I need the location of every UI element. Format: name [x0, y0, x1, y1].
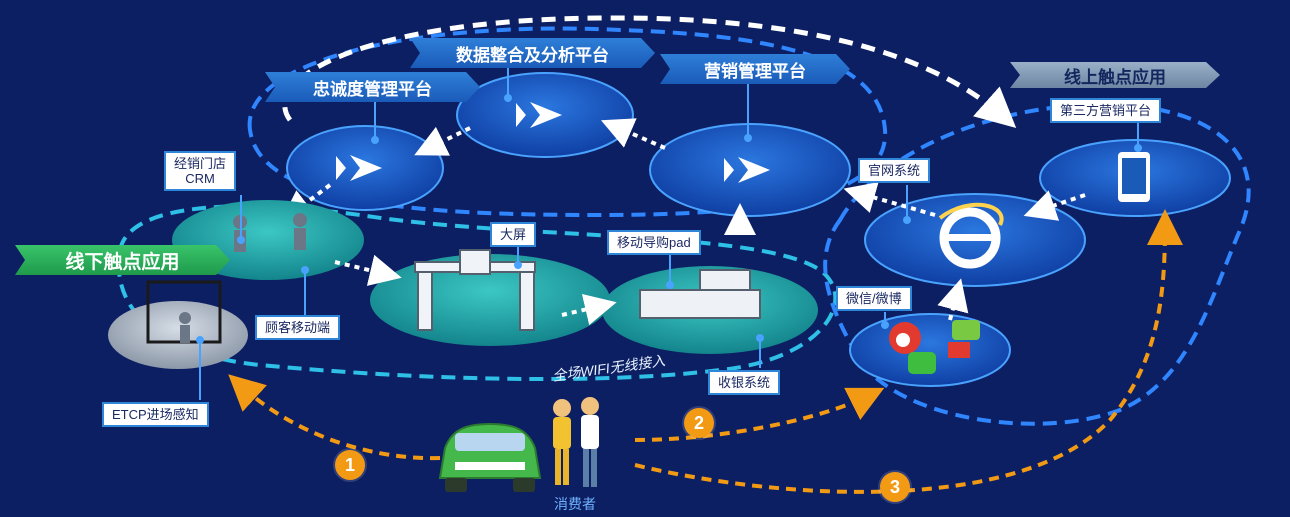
store-entrance-disc: [108, 301, 248, 369]
cashier-counter-icon: [639, 269, 761, 319]
etcp-label: ETCP进场感知: [102, 402, 209, 427]
consumer-people-icon: [553, 397, 599, 487]
social-media-icons: [889, 320, 980, 374]
platform-boundary: [247, 26, 888, 218]
wechat-weibo-label: 微信/微博: [836, 286, 912, 311]
website-label: 官网系统: [858, 158, 931, 183]
consumer-caption: 消费者: [554, 496, 596, 512]
tablet-icon: [1118, 152, 1150, 202]
data-platform-banner: 数据整合及分析平台: [410, 38, 655, 68]
mobile-pad-label: 移动导购pad: [607, 230, 701, 255]
step-1-badge: 1: [335, 450, 365, 480]
offline-touchpoint-banner: 线下触点应用: [15, 245, 230, 275]
crm-label: 经销门店 CRM: [164, 151, 237, 191]
platform-logo-icon: [336, 102, 770, 183]
browser-e-icon: [938, 202, 1004, 269]
social-disc: [849, 313, 1011, 387]
third-party-label: 第三方营销平台: [1050, 98, 1162, 123]
online-touchpoint-banner: 线上触点应用: [1010, 62, 1220, 88]
big-screen-label: 大屏: [490, 222, 537, 247]
customer-mobile-label: 顾客移动端: [255, 315, 341, 340]
online-boundary: [823, 102, 1251, 426]
cashier-label: 收银系统: [708, 370, 781, 395]
car-icon: [438, 422, 542, 492]
marketing-platform-banner: 营销管理平台: [660, 54, 850, 84]
data-flow-arrow: [282, 15, 1017, 128]
path-1: [228, 374, 441, 461]
path-2: [634, 387, 885, 442]
step-3-badge: 3: [880, 472, 910, 502]
loyalty-platform-banner: 忠诚度管理平台: [265, 72, 480, 102]
path-3: [634, 209, 1183, 494]
offline-boundary: [116, 204, 838, 382]
big-screen-gate-icon: [414, 249, 536, 331]
step-2-badge: 2: [684, 408, 714, 438]
